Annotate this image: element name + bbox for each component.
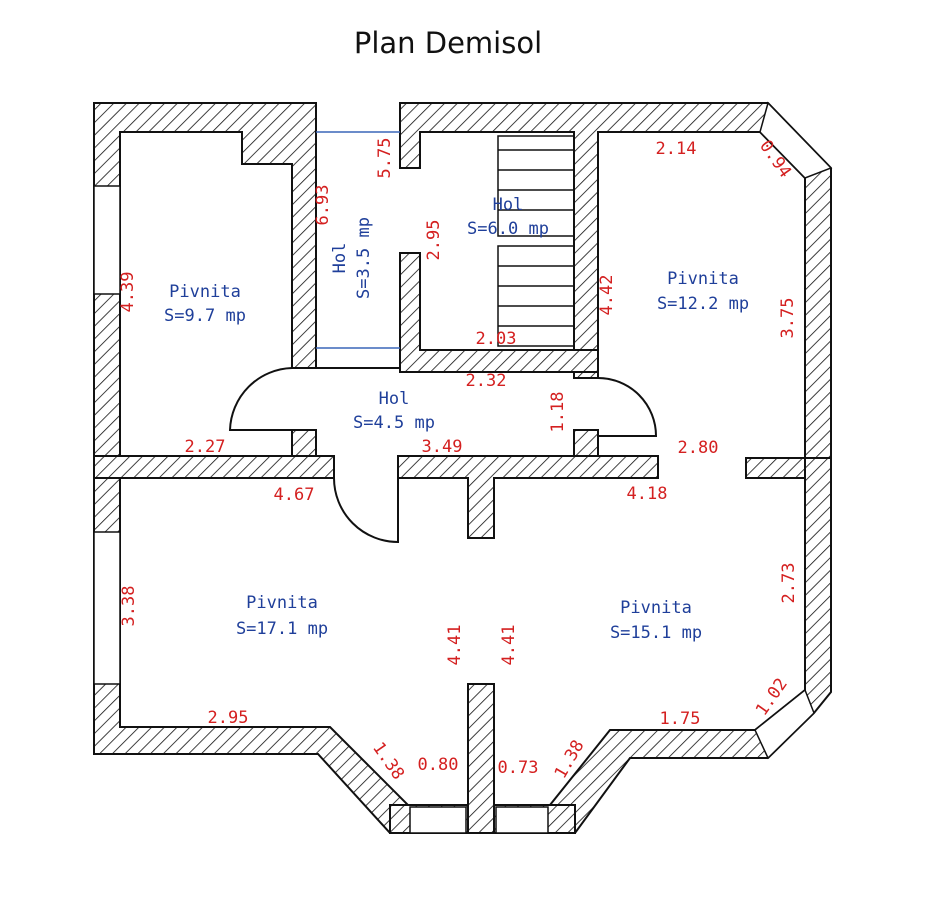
wall-stair-left xyxy=(399,252,599,373)
window-top-right-corner xyxy=(759,101,833,179)
dimension-label: 5.75 xyxy=(375,138,395,179)
door-swing-lower xyxy=(333,477,399,544)
dimension-label: 6.93 xyxy=(313,185,333,226)
door-swing-hall-left xyxy=(228,367,293,431)
wall-stub-right xyxy=(573,429,599,457)
room-area: S=12.2 mp xyxy=(657,294,749,314)
dimension-label: 2.03 xyxy=(476,329,517,349)
walls xyxy=(93,102,832,834)
room-area: S=6.0 mp xyxy=(467,219,549,239)
room-name: Hol xyxy=(330,243,350,274)
staircase xyxy=(497,135,575,347)
dimension-label: 2.95 xyxy=(208,708,249,728)
window-bottom-right xyxy=(495,806,549,834)
room-name: Pivnita xyxy=(667,269,739,289)
wall-partition-lower xyxy=(467,683,495,834)
room-area: S=3.5 mp xyxy=(354,217,374,299)
dimension-label: 4.41 xyxy=(499,625,519,666)
room-area: S=4.5 mp xyxy=(353,413,435,433)
windows xyxy=(93,101,833,834)
door-swing-hall-right xyxy=(597,377,658,437)
dimension-label: 4.67 xyxy=(274,485,315,505)
dimension-label: 4.41 xyxy=(445,625,465,666)
dimension-label: 3.75 xyxy=(778,298,798,339)
dimension-label: 1.75 xyxy=(660,709,701,729)
dimension-label: 2.14 xyxy=(656,139,697,159)
window-bottom-right-corner xyxy=(754,688,815,760)
dimension-label: 4.39 xyxy=(118,272,138,313)
window-left-upper xyxy=(93,185,121,295)
wall-stub-left xyxy=(291,429,317,457)
glazed-opening xyxy=(316,131,400,349)
room-name: Pivnita xyxy=(620,598,692,618)
dimension-label: 2.73 xyxy=(779,563,799,604)
dimension-label: 0.80 xyxy=(418,755,459,775)
dimension-label: 3.38 xyxy=(119,586,139,627)
room-labels: Pivnita S=9.7 mp Hol S=3.5 mp Hol S=6.0 … xyxy=(164,195,749,643)
dimension-label: 2.80 xyxy=(678,438,719,458)
dimension-label: 2.95 xyxy=(424,220,444,261)
dimension-label: 2.27 xyxy=(185,437,226,457)
dimension-label: 4.42 xyxy=(597,275,617,316)
room-name: Pivnita xyxy=(169,282,241,302)
room-name: Hol xyxy=(493,195,524,215)
window-bottom-left xyxy=(409,806,467,834)
plan-title: Plan Demisol xyxy=(353,26,543,60)
room-name: Hol xyxy=(379,389,410,409)
dimension-label: 2.32 xyxy=(466,371,507,391)
door-swings xyxy=(228,367,658,544)
room-area: S=15.1 mp xyxy=(610,623,702,643)
room-area: S=17.1 mp xyxy=(236,619,328,639)
room-name: Pivnita xyxy=(246,593,318,613)
dimension-label: 0.73 xyxy=(498,758,539,778)
wall-middle-left xyxy=(93,455,335,479)
wall-left-lower xyxy=(93,459,409,834)
wall-middle-right xyxy=(745,457,806,479)
room-area: S=9.7 mp xyxy=(164,306,246,326)
wall-middle-centre xyxy=(397,455,659,539)
wall-right-lower xyxy=(549,457,832,834)
dimension-label: 3.49 xyxy=(422,437,463,457)
dimension-label: 1.18 xyxy=(548,392,568,433)
window-left-lower xyxy=(93,531,121,685)
dimension-label: 4.18 xyxy=(627,484,668,504)
